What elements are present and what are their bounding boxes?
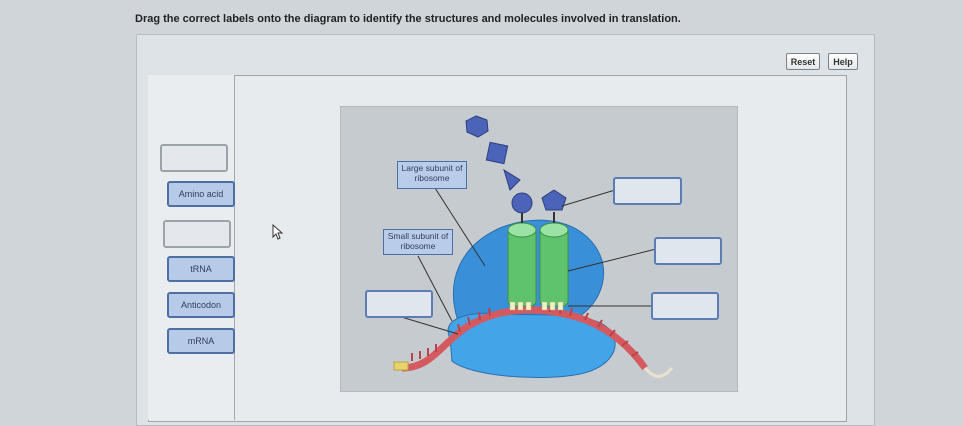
reset-button[interactable]: Reset bbox=[786, 53, 820, 70]
large-subunit-label: Large subunit of ribosome bbox=[397, 161, 467, 189]
drop-target-slot[interactable] bbox=[654, 237, 722, 265]
leader-lines bbox=[397, 187, 657, 335]
anticodon-bases bbox=[509, 301, 564, 311]
mrna-tail bbox=[643, 366, 674, 378]
trna-right-top bbox=[539, 222, 569, 238]
amino-acid-hexagon bbox=[465, 115, 489, 138]
mrna-cap bbox=[393, 361, 409, 371]
bank-empty-slot[interactable] bbox=[163, 220, 231, 248]
drop-target-slot[interactable] bbox=[613, 177, 682, 205]
instruction-text: Drag the correct labels onto the diagram… bbox=[135, 13, 681, 25]
label-chip-anticodon[interactable]: Anticodon bbox=[167, 292, 235, 318]
trna-left-top bbox=[507, 222, 537, 238]
amino-acid-circle bbox=[511, 192, 533, 214]
label-chip-mrna[interactable]: mRNA bbox=[167, 328, 235, 354]
amino-acid-square bbox=[485, 141, 509, 165]
label-chip-amino-acid[interactable]: Amino acid bbox=[167, 181, 235, 207]
small-subunit-label: Small subunit of ribosome bbox=[383, 229, 453, 255]
amino-acid-triangle bbox=[503, 168, 521, 191]
drop-target-slot[interactable] bbox=[651, 292, 719, 320]
help-button[interactable]: Help bbox=[828, 53, 858, 70]
trna-left bbox=[507, 227, 537, 307]
label-chip-trna[interactable]: tRNA bbox=[167, 256, 235, 282]
mouse-cursor-icon bbox=[272, 224, 284, 240]
drop-target-slot[interactable] bbox=[365, 290, 433, 318]
trna-right bbox=[539, 227, 569, 307]
bank-empty-slot[interactable] bbox=[160, 144, 228, 172]
amino-acid-pentagon bbox=[541, 189, 567, 211]
